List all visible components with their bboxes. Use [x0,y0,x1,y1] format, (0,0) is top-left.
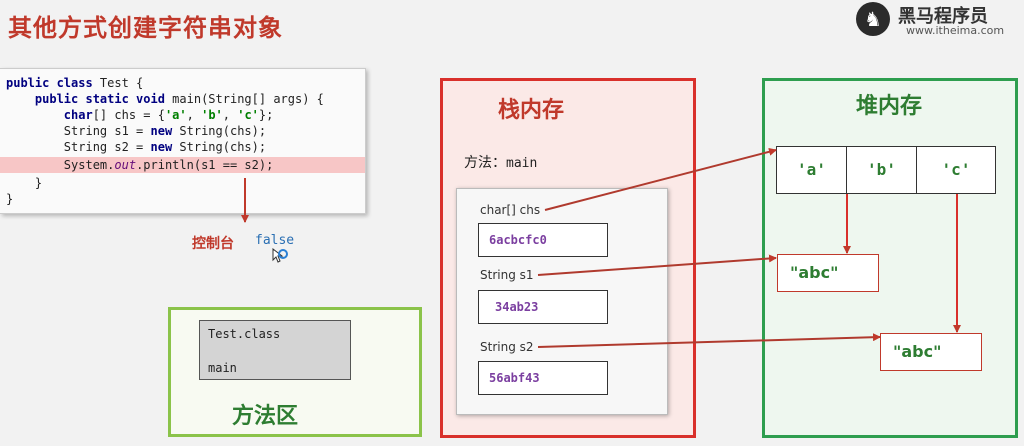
code-line-8: } [6,192,14,206]
stack-title: 栈内存 [498,98,565,123]
code-line-5: String s2 = new String(chs); [63,140,267,154]
code-line-4: String s1 = new String(chs); [63,124,267,138]
horse-logo-icon: ♞ [856,2,890,36]
code-line-6-highlighted: System.out.println(s1 == s2); [0,157,365,173]
var-value-s2: 56abf43 [478,361,608,395]
stack-frame-label: 方法：main [464,155,538,171]
brand-logo: ♞ 黑马程序员 www.itheima.com [856,0,1016,40]
var-label-chs: char[] chs [480,203,541,217]
console-label: 控制台 [192,236,234,252]
array-cell-c: 'c' [916,146,996,194]
array-cell-b: 'b' [846,146,917,194]
heap-string-s1: "abc" [777,254,879,292]
brand-name: 黑马程序员 [898,6,988,27]
method-area-title: 方法区 [232,404,299,429]
class-box: Test.class main [199,320,351,380]
code-line-1: public class Test { [6,76,144,90]
brand-url: www.itheima.com [906,24,1005,37]
code-line-3: char[] chs = {'a', 'b', 'c'}; [63,108,274,122]
var-value-s1: 34ab23 [478,290,608,324]
console-output: false [255,233,295,248]
var-value-chs: 6acbcfc0 [478,223,608,257]
var-label-s1: String s1 [480,268,534,282]
class-method: main [208,361,237,375]
code-line-2: public static void main(String[] args) { [34,92,324,106]
code-line-7: } [34,176,43,190]
mouse-cursor-icon [272,248,288,263]
class-name: Test.class [208,327,281,341]
heap-string-s2: "abc" [880,333,982,371]
array-cell-a: 'a' [776,146,847,194]
page-title: 其他方式创建字符串对象 [8,14,283,42]
code-block: public class Test { public static void m… [0,68,366,214]
heap-title: 堆内存 [856,94,923,119]
var-label-s2: String s2 [480,340,534,354]
